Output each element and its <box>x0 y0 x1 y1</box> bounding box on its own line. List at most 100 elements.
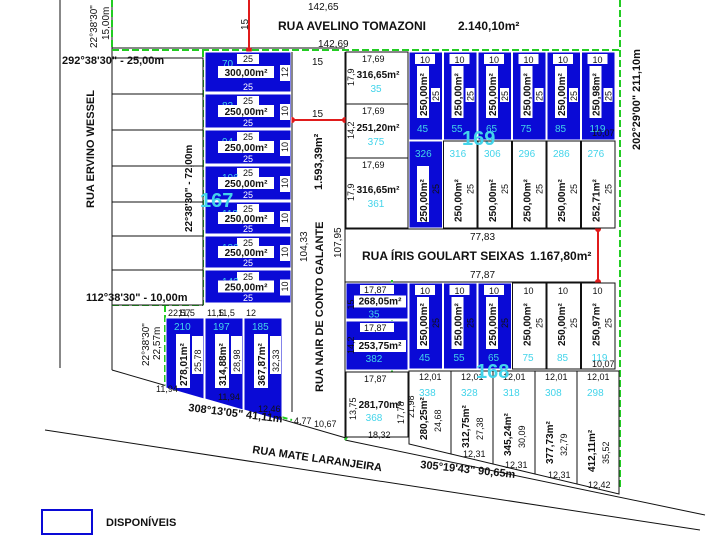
street-iris: RUA ÍRIS GOULART SEIXAS <box>362 248 524 263</box>
lot-area: 250,00m² <box>225 214 268 225</box>
lot-width: 10 <box>454 55 464 65</box>
dim-22-57b: 22,57m <box>152 327 163 360</box>
lot-fill <box>345 157 409 229</box>
lot-side-box <box>280 104 290 120</box>
lot-number: 45 <box>419 353 431 364</box>
legend-swatch <box>41 509 93 535</box>
lot-number: 308 <box>545 388 562 399</box>
lot-number: 45 <box>417 124 429 135</box>
lot-fill <box>581 140 616 229</box>
lot-area-box <box>417 166 429 222</box>
lot-depth: 25 <box>431 318 441 328</box>
dim-112: 112°38'30" - 10,00m <box>86 292 188 304</box>
lot-area-box <box>218 141 274 153</box>
lot-area-box <box>451 66 464 118</box>
dim-15a: 15 <box>240 18 251 30</box>
lot-fill <box>477 140 512 229</box>
lot-area-box <box>176 334 190 388</box>
lot-fill <box>546 140 581 229</box>
dim-142-69: 142,69 <box>318 39 349 50</box>
lot-area-box <box>218 212 274 224</box>
lot-number: 306 <box>484 149 501 160</box>
lot-number: 276 <box>588 149 605 160</box>
lot-area-box <box>254 334 268 388</box>
dim-77-87: 77,87 <box>470 270 495 281</box>
lot-width: 12,01 <box>461 372 484 382</box>
lot-side-box <box>280 279 290 296</box>
lot-number: 85 <box>555 124 567 135</box>
lot-tag <box>360 285 394 294</box>
lot-side: 17,9 <box>346 183 356 201</box>
lot-number: 185 <box>252 322 269 333</box>
lot-tag <box>484 285 504 295</box>
dim-142-65: 142,65 <box>308 2 339 13</box>
lot-area: 250,00m² <box>488 73 499 116</box>
lot-area-box <box>486 66 498 118</box>
lot-depth: 25 <box>535 184 545 194</box>
lot-depth: 25 <box>500 318 510 328</box>
lot-number: 119 <box>590 124 606 135</box>
lot-depth-box <box>603 88 613 102</box>
lot-depth: 25 <box>466 91 476 101</box>
lot-number: 65 <box>488 353 500 364</box>
lot-tag <box>587 54 608 64</box>
lot-fill <box>492 370 536 475</box>
dim-292: 292°38'30" - 25,00m <box>62 55 164 67</box>
lot-fill <box>576 370 620 495</box>
lot-width: 12,01 <box>503 372 526 382</box>
lot-side: 17,9 <box>346 68 356 86</box>
lot-number: 368 <box>366 413 383 424</box>
lot-side: 10 <box>280 213 290 223</box>
lot-depth: 25 <box>569 318 579 328</box>
lot-area: 300,00m² <box>225 68 268 79</box>
lot-area-box <box>417 66 429 118</box>
lot-depth-bottom: 25 <box>243 190 253 200</box>
lot-side-box <box>280 65 290 81</box>
lot-fill <box>345 51 409 105</box>
lot-depth-bottom: 25 <box>243 154 253 164</box>
lot-side: 30,09 <box>517 425 527 448</box>
